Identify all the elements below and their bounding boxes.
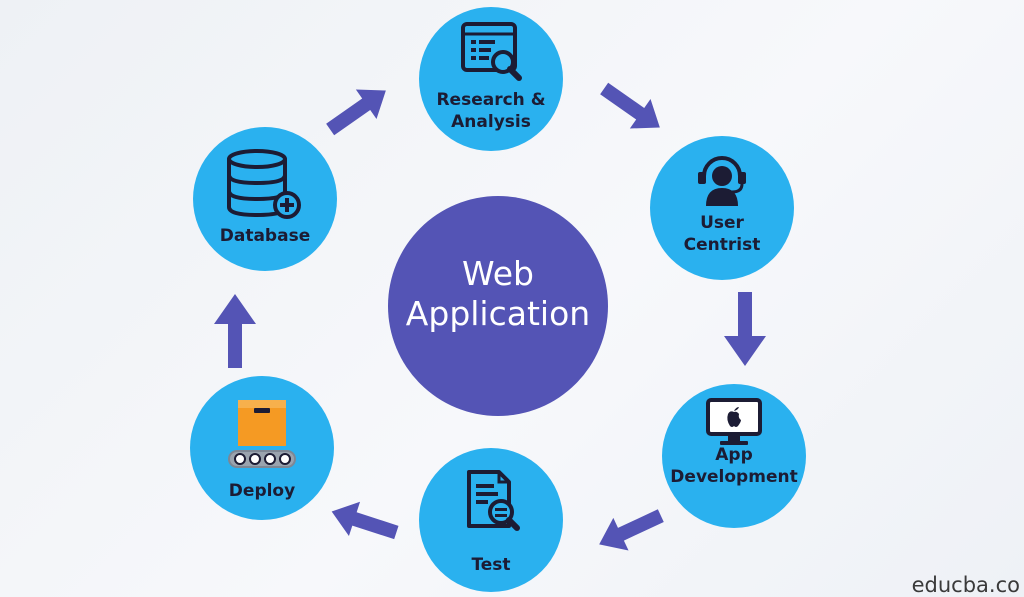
- node-user-centrist-label: User Centrist: [650, 212, 794, 256]
- center-title-line2: Application: [405, 294, 591, 333]
- app-label-line1: App: [715, 445, 753, 465]
- node-test-label: Test: [419, 554, 563, 576]
- user-label-line1: User: [700, 213, 744, 233]
- research-label-line2: Analysis: [451, 112, 531, 132]
- node-database: Database: [193, 127, 337, 271]
- node-database-label: Database: [193, 225, 337, 247]
- database-add-icon: [193, 149, 337, 221]
- arrow-database-to-research: [326, 89, 386, 136]
- deploy-label-line1: Deploy: [228, 481, 296, 501]
- center-title: Web Application: [388, 254, 608, 334]
- node-research-analysis: Research & Analysis: [419, 7, 563, 151]
- center-title-line1: Web: [462, 254, 534, 293]
- node-app-development: App Development: [662, 384, 806, 528]
- node-research-analysis-label: Research & Analysis: [419, 89, 563, 133]
- arrow-deploy-to-database: [214, 294, 256, 368]
- database-label-line1: Database: [219, 226, 311, 246]
- watermark: educba.co: [911, 573, 1020, 597]
- test-label-line1: Test: [471, 555, 511, 575]
- user-label-line2: Centrist: [683, 235, 761, 255]
- node-user-centrist: User Centrist: [650, 136, 794, 280]
- monitor-apple-icon: [662, 396, 806, 448]
- node-app-development-label: App Development: [662, 444, 806, 488]
- node-test: Test: [419, 448, 563, 592]
- node-deploy-label: Deploy: [190, 480, 334, 502]
- arrow-user-to-app: [724, 292, 766, 366]
- box-conveyor-icon: [190, 398, 334, 470]
- research-analysis-icon: [419, 21, 563, 85]
- arrow-test-to-deploy: [331, 501, 399, 540]
- user-support-icon: [650, 146, 794, 208]
- arrow-app-to-test: [599, 509, 664, 551]
- node-deploy: Deploy: [190, 376, 334, 520]
- arrow-research-to-user: [600, 82, 660, 129]
- center-circle: Web Application: [388, 196, 608, 416]
- document-search-icon: [419, 468, 563, 536]
- app-label-line2: Development: [670, 467, 798, 487]
- research-label-line1: Research &: [436, 90, 546, 110]
